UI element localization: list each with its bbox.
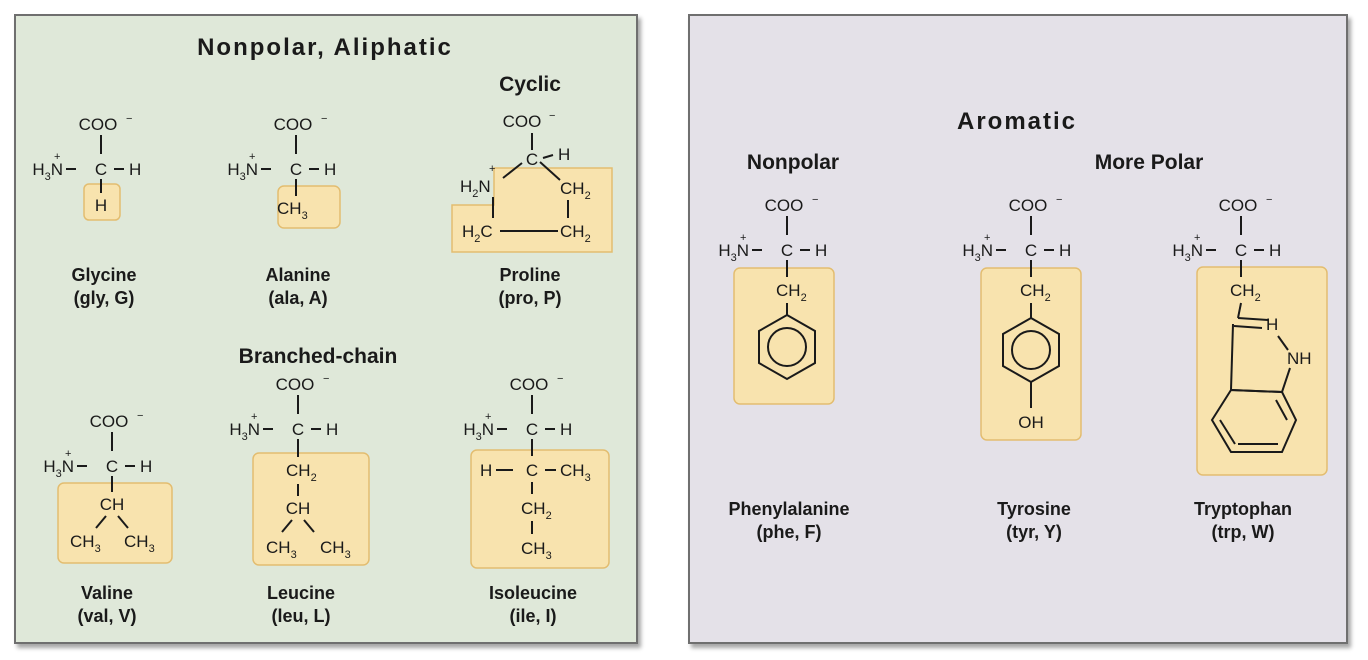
svg-text:CH3: CH3	[560, 461, 591, 484]
svg-text:CH3: CH3	[124, 532, 155, 555]
aliphatic-title: Nonpolar, Aliphatic	[197, 34, 453, 61]
alanine-name: Alanine (ala, A)	[265, 264, 330, 310]
svg-text:H: H	[480, 461, 492, 480]
svg-text:H: H	[95, 196, 107, 215]
amino-acid-abbreviation: (gly, G)	[73, 288, 135, 308]
amino-acid-name: Leucine	[266, 583, 336, 603]
aromatic-title: Aromatic	[956, 108, 1078, 135]
branched-chain-label: Branched-chain	[238, 345, 398, 368]
isoleucine-name: Isoleucine (ile, I)	[489, 582, 577, 628]
svg-text:CH2: CH2	[560, 179, 591, 202]
amino-acid-abbreviation: (tyr, Y)	[1006, 522, 1062, 542]
svg-text:+: +	[489, 163, 495, 175]
amino-acid-abbreviation: (ala, A)	[268, 288, 328, 308]
svg-text:H: H	[1266, 315, 1278, 334]
amino-acid-abbreviation: (ile, I)	[509, 606, 557, 626]
valine-name: Valine (val, V)	[77, 582, 136, 628]
glycine-structure: H	[31, 112, 143, 221]
svg-text:CH2: CH2	[776, 281, 807, 304]
amino-acid-abbreviation: (phe, F)	[756, 522, 822, 542]
svg-text:CH3: CH3	[521, 539, 552, 562]
amino-acid-name: Phenylalanine	[728, 499, 850, 519]
proline-structure: COO− C H H2N + CH2 H2C CH2	[451, 110, 613, 253]
svg-text:C: C	[526, 461, 538, 480]
cyclic-label: Cyclic	[499, 73, 561, 96]
nonpolar-label: Nonpolar	[746, 151, 840, 174]
alanine-structure: CH3	[226, 112, 341, 229]
amino-acid-name: Valine	[80, 583, 134, 603]
svg-text:H2C: H2C	[462, 222, 493, 245]
svg-text:CH: CH	[100, 495, 125, 514]
svg-text:CH3: CH3	[266, 538, 297, 561]
svg-text:CH2: CH2	[1230, 281, 1261, 304]
svg-text:CH: CH	[286, 499, 311, 518]
amino-acid-abbreviation: (pro, P)	[498, 288, 562, 308]
svg-text:CH3: CH3	[320, 538, 351, 561]
tyrosine-name: Tyrosine (tyr, Y)	[997, 498, 1071, 544]
valine-structure: CH CH3 CH3	[42, 409, 173, 564]
leucine-name: Leucine (leu, L)	[267, 582, 335, 628]
svg-text:CH2: CH2	[521, 499, 552, 522]
phenylalanine-structure: CH2	[717, 193, 835, 405]
svg-text:NH: NH	[1287, 349, 1312, 368]
svg-text:CH3: CH3	[70, 532, 101, 555]
svg-text:CH2: CH2	[1020, 281, 1051, 304]
tryptophan-name: Tryptophan (trp, W)	[1194, 498, 1292, 544]
svg-text:CH2: CH2	[560, 222, 591, 245]
amino-acid-name: Tryptophan	[1194, 499, 1292, 519]
glycine-name: Glycine (gly, G)	[71, 264, 136, 310]
svg-text:H2N: H2N	[460, 177, 491, 200]
amino-acid-name: Glycine	[71, 265, 137, 285]
phenylalanine-name: Phenylalanine (phe, F)	[728, 498, 849, 544]
svg-text:CH3: CH3	[277, 199, 308, 222]
amino-acid-abbreviation: (val, V)	[77, 606, 137, 626]
svg-text:C: C	[526, 150, 538, 169]
amino-acid-abbreviation: (leu, L)	[271, 606, 331, 626]
leucine-structure: CH2 CH CH3 CH3	[228, 372, 370, 566]
svg-text:H: H	[558, 145, 570, 164]
amino-acid-name: Isoleucine	[488, 583, 578, 603]
tryptophan-structure: CH2 H NH	[1171, 193, 1328, 476]
isoleucine-structure: H C CH3 CH2 CH3	[462, 372, 610, 569]
proline-name: Proline (pro, P)	[499, 264, 562, 310]
svg-text:CH2: CH2	[286, 461, 317, 484]
more-polar-label: More Polar	[1094, 151, 1204, 174]
svg-text:COO: COO	[503, 112, 542, 131]
svg-text:OH: OH	[1018, 413, 1044, 432]
tyrosine-structure: CH2 OH	[961, 193, 1082, 441]
svg-text:−: −	[549, 110, 555, 122]
amino-acid-abbreviation: (trp, W)	[1211, 522, 1275, 542]
amino-acid-name: Proline	[499, 265, 561, 285]
amino-acid-name: Tyrosine	[997, 499, 1071, 519]
amino-acid-name: Alanine	[265, 265, 331, 285]
